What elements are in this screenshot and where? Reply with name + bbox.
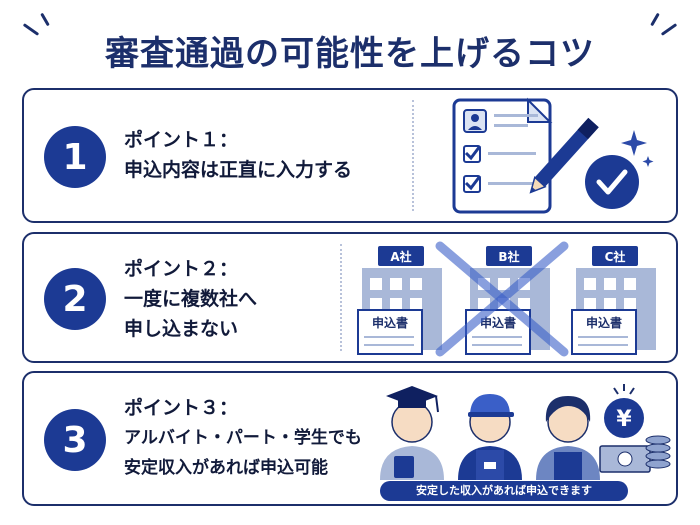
checkmark-badge-icon — [585, 155, 639, 209]
pencil-icon — [529, 117, 599, 194]
company-label-c: C社 — [605, 249, 626, 264]
point-heading: ポイント３： — [124, 397, 239, 419]
point-description: アルバイト・パート・学生でも — [124, 428, 362, 448]
companies-illustration: A社 B社 C社 申込書 申込書 申込書 — [357, 241, 656, 357]
company-label-b: B社 — [498, 249, 519, 264]
point-text-3: ポイント３： アルバイト・パート・学生でも 安定収入があれば申込可能 — [124, 393, 362, 483]
point-description: 一度に複数社へ — [124, 288, 258, 310]
point-card-2: 2 ポイント２： 一度に複数社へ 申し込まない — [22, 232, 678, 363]
company-label-box — [592, 246, 638, 266]
point-number-3: 3 — [44, 409, 106, 471]
point-text-1: ポイント１： 申込内容は正直に入力する — [124, 125, 352, 185]
company-label-a: A社 — [390, 249, 411, 264]
divider — [412, 100, 414, 211]
application-form-icon — [571, 309, 637, 355]
point-text-2: ポイント２： 一度に複数社へ 申し込まない — [124, 254, 257, 344]
form-label: 申込書 — [480, 315, 516, 330]
page-title: 審査通過の可能性を上げるコツ — [105, 34, 595, 74]
cross-out-icon — [435, 241, 569, 357]
banknote-icon — [599, 435, 671, 473]
point-number-2: 2 — [44, 268, 106, 330]
company-label-box — [378, 246, 424, 266]
people-illustration: ¥ — [380, 384, 671, 480]
caption-banner: 安定した収入があれば申込できます — [380, 481, 628, 501]
document-check-icon — [452, 97, 654, 214]
yen-symbol: ¥ — [616, 407, 632, 432]
form-label: 申込書 — [372, 315, 408, 330]
divider — [340, 244, 342, 351]
point-number-1: 1 — [44, 126, 106, 188]
graduate-person-icon — [380, 386, 444, 480]
staff-person-icon — [536, 396, 600, 480]
point-description: 申し込まない — [124, 318, 239, 340]
yen-coin-icon: ¥ — [604, 384, 644, 438]
point-description: 安定収入があれば申込可能 — [124, 458, 328, 478]
accent-mark — [40, 12, 50, 27]
application-form-icon — [357, 309, 423, 355]
form-label: 申込書 — [586, 315, 622, 330]
point-heading: ポイント１： — [124, 129, 239, 151]
company-label-box — [486, 246, 532, 266]
point-description: 申込内容は正直に入力する — [124, 159, 353, 181]
accent-mark — [650, 12, 660, 27]
header: 審査通過の可能性を上げるコツ — [0, 0, 700, 80]
point-heading: ポイント２： — [124, 258, 239, 280]
sparkle-icon — [621, 130, 654, 167]
worker-person-icon — [458, 394, 522, 480]
